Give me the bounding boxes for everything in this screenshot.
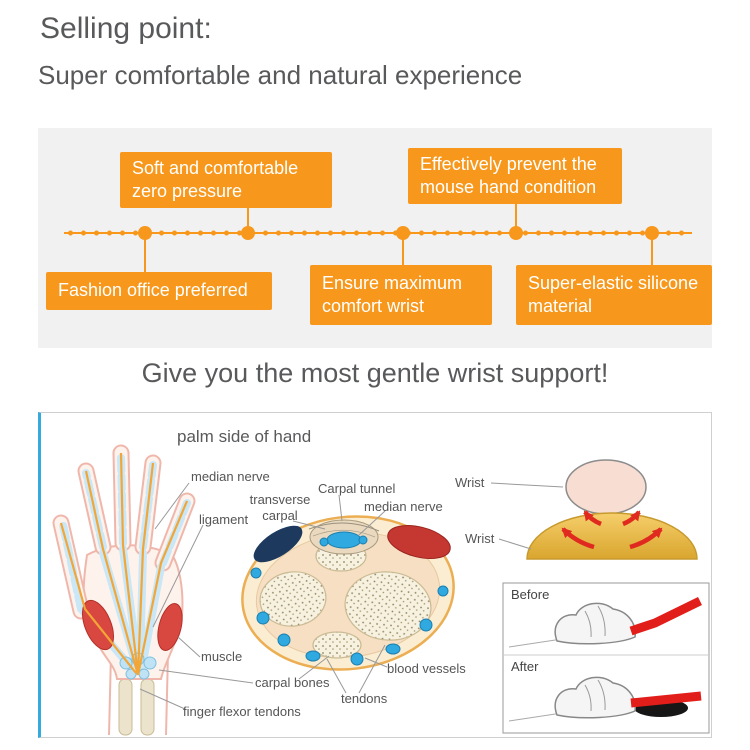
muscle-section xyxy=(387,525,451,559)
timeline-panel: Soft and comfortable zero pressure Effec… xyxy=(38,128,712,348)
timeline-small-dots xyxy=(64,229,692,237)
hand-illustration xyxy=(52,444,196,736)
hand-heel xyxy=(565,459,647,515)
label-transverse-carpal: transverse carpal xyxy=(249,492,311,523)
hypothenar-muscle xyxy=(157,603,183,651)
flexor-tendons xyxy=(59,452,189,676)
label-before: Before xyxy=(511,587,550,602)
wrist-cross-section xyxy=(241,515,455,671)
label-after: After xyxy=(511,659,539,674)
page-subtitle: Super comfortable and natural experience xyxy=(38,60,523,90)
callout-fashion-office: Fashion office preferred xyxy=(46,272,272,310)
timeline-node-4 xyxy=(509,226,523,240)
blood-vessel-sections xyxy=(250,567,449,666)
before-after-illustration xyxy=(502,582,710,734)
carpal-bone-sections xyxy=(259,540,432,659)
leader-lines xyxy=(139,482,564,710)
timeline-node-2 xyxy=(241,226,255,240)
dark-ligament-section xyxy=(253,525,303,563)
label-median-nerve-hand: median nerve xyxy=(191,469,270,484)
bent-wrist-line xyxy=(629,596,702,636)
straight-wrist-line xyxy=(630,691,702,708)
label-ligament: ligament xyxy=(199,512,249,527)
label-muscle: muscle xyxy=(201,649,243,664)
tagline: Give you the most gentle wrist support! xyxy=(141,358,609,388)
label-blood-vessels: blood vessels xyxy=(387,661,466,676)
label-median-nerve-section: median nerve xyxy=(364,499,443,514)
connector-top-2 xyxy=(515,204,517,233)
callout-prevent-mouse-hand: Effectively prevent the mouse hand condi… xyxy=(408,148,622,204)
anatomy-illustration xyxy=(52,444,710,736)
anatomy-panel: palm side of hand median nerve ligament … xyxy=(38,412,712,738)
page-title: Selling point: xyxy=(40,12,212,45)
label-tendons: tendons xyxy=(341,691,388,706)
median-nerve-section xyxy=(326,531,362,549)
label-wrist-top: Wrist xyxy=(455,475,485,490)
callout-super-elastic: Super-elastic silicone material xyxy=(516,265,712,325)
label-carpal-bones: carpal bones xyxy=(255,675,330,690)
label-wrist-bottom: Wrist xyxy=(465,531,495,546)
callout-maximum-comfort: Ensure maximum comfort wrist xyxy=(310,265,492,325)
label-finger-flexor-tendons: finger flexor tendons xyxy=(183,704,301,719)
mouse-hand-after xyxy=(554,676,636,719)
connector-bottom-2 xyxy=(402,233,404,265)
callout-soft-comfortable: Soft and comfortable zero pressure xyxy=(120,152,332,208)
wrist-support-illustration xyxy=(526,459,698,560)
connector-bottom-1 xyxy=(144,233,146,272)
diagram-heading: palm side of hand xyxy=(177,427,312,446)
pressure-arrows xyxy=(561,510,663,550)
silicone-dome xyxy=(526,512,698,560)
connector-top-1 xyxy=(247,208,249,233)
mouse-hand-before xyxy=(554,602,636,645)
connector-bottom-3 xyxy=(651,233,653,265)
label-carpal-tunnel: Carpal tunnel xyxy=(318,481,396,496)
